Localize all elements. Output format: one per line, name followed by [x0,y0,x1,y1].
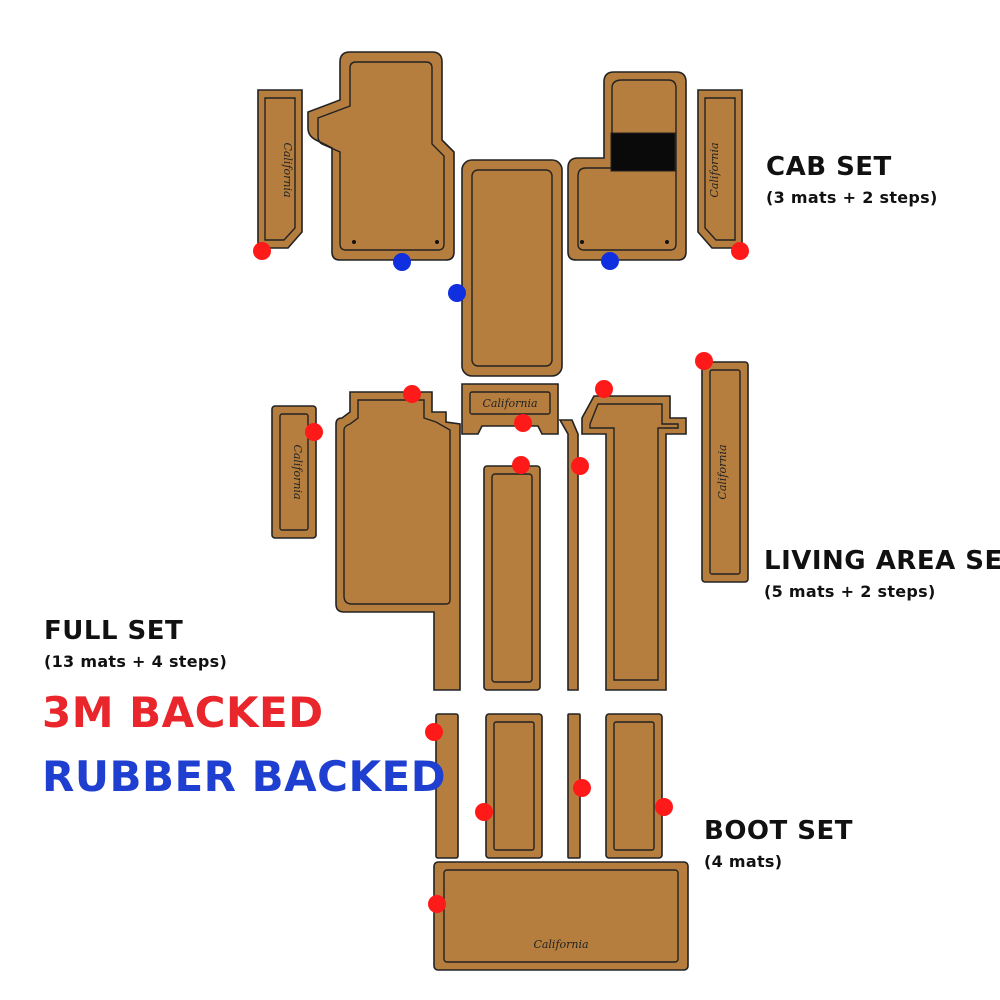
dot-3m [305,423,323,441]
dot-3m [428,895,446,913]
living-mat-t [581,395,687,691]
dot-3m [573,779,591,797]
living-mat-large [335,391,461,691]
living-mat-runner-a [483,465,541,691]
dot-3m [253,242,271,260]
legend-rubber-backed: RUBBER BACKED [42,752,447,801]
dot-3m [514,414,532,432]
legend-3m-backed: 3M BACKED [42,688,324,737]
living-step-right: California [701,361,749,583]
dot-3m [403,385,421,403]
mat-logo: California [281,142,294,197]
dot-3m [595,380,613,398]
mat-logo: California [716,444,729,499]
mat-logo: California [708,142,721,197]
dot-3m [425,723,443,741]
boot-mat-b [605,713,663,859]
living-area-set-title: LIVING AREA SET [764,546,1000,576]
dot-rubber [448,284,466,302]
boot-mat-large: California [433,861,689,971]
living-step-left: California [271,405,317,539]
boot-set-subtitle: (4 mats) [704,852,783,871]
dot-rubber [601,252,619,270]
boot-strip-left [435,713,459,859]
boot-set-title: BOOT SET [704,816,854,846]
mat-logo: California [482,397,537,410]
cab-set-subtitle: (3 mats + 2 steps) [766,188,938,207]
cab-set-title: CAB SET [766,152,892,182]
cab-step-left: California [257,89,303,249]
cab-mat-center [461,159,563,377]
dot-rubber [393,253,411,271]
mat-logo: California [533,938,588,951]
living-mat-strip-a [558,419,579,691]
living-area-set-subtitle: (5 mats + 2 steps) [764,582,936,601]
boot-mat-a [485,713,543,859]
dot-3m [475,803,493,821]
full-set-subtitle: (13 mats + 4 steps) [44,652,228,671]
cab-mat-passenger [567,71,687,261]
backing-dots [253,242,749,913]
dot-3m [512,456,530,474]
dot-3m [571,457,589,475]
cab-step-right: California [697,89,743,249]
mat-logo: California [291,444,304,499]
dot-3m [695,352,713,370]
dot-3m [731,242,749,260]
living-mat-connector: California [461,383,559,435]
dot-3m [655,798,673,816]
full-set-title: FULL SET [44,616,184,646]
cab-mat-driver [307,51,455,261]
